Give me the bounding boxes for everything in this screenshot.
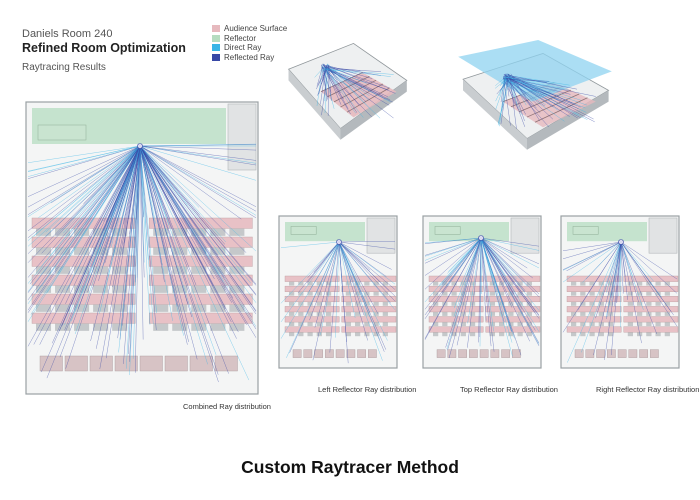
legend-item-reflected: Reflected Ray — [212, 53, 287, 63]
combined-plan — [25, 101, 259, 395]
page-title: Refined Room Optimization — [22, 41, 186, 55]
page-subtitle: Raytracing Results — [22, 62, 106, 73]
legend-item-direct: Direct Ray — [212, 43, 287, 53]
legend-swatch-audience — [212, 25, 220, 33]
legend-item-reflector: Reflector — [212, 34, 287, 44]
top-reflector-plan — [422, 215, 542, 369]
caption-top: Top Reflector Ray distribution — [460, 385, 558, 394]
top-reflector-plan-drawing — [422, 215, 542, 369]
footer-title: Custom Raytracer Method — [241, 457, 459, 477]
combined-plan-drawing — [25, 101, 259, 395]
caption-left: Left Reflector Ray distribution — [318, 385, 417, 394]
legend-item-audience: Audience Surface — [212, 24, 287, 34]
caption-right: Right Reflector Ray distribution — [596, 385, 700, 394]
title-block: Daniels Room 240 Refined Room Optimizati… — [22, 28, 186, 73]
room-name: Daniels Room 240 — [22, 28, 113, 40]
legend-swatch-reflected — [212, 53, 220, 61]
legend-swatch-reflector — [212, 34, 220, 42]
right-reflector-plan-drawing — [560, 215, 680, 369]
legend-swatch-direct — [212, 44, 220, 52]
left-reflector-plan-drawing — [278, 215, 398, 369]
caption-combined: Combined Ray distribution — [183, 402, 271, 411]
isometric-view-right — [458, 40, 612, 150]
isometric-view-left — [287, 42, 408, 140]
left-reflector-plan — [278, 215, 398, 369]
legend: Audience Surface Reflector Direct Ray Re… — [212, 24, 287, 62]
right-reflector-plan — [560, 215, 680, 369]
